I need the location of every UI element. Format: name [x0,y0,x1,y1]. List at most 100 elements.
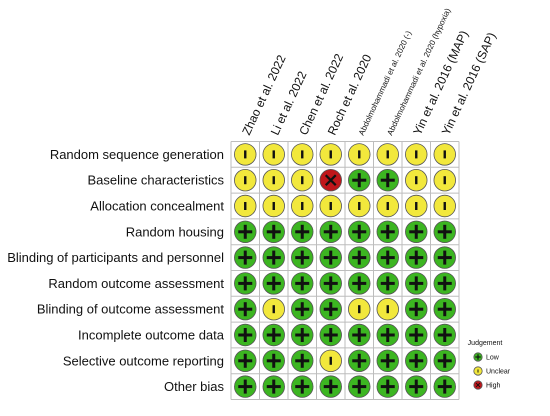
judgement-low-icon [348,220,371,244]
judgement-low-icon [348,168,371,192]
domain-label: Random housing [126,224,224,239]
judgement-unclear-icon [291,143,314,166]
judgement-high-icon [319,168,342,192]
judgement-low-icon [262,323,285,347]
judgement-unclear-icon [348,143,371,166]
judgement-low-icon [376,168,399,192]
judgement-unclear-icon [433,194,456,218]
judgement-low-icon [262,375,285,398]
judgement-low-icon [405,323,428,347]
judgement-low-icon [376,349,399,373]
judgement-low-icon [405,298,428,321]
domain-label: Allocation concealment [90,199,224,214]
judgement-low-icon [234,323,257,347]
judgement-low-icon [405,220,428,244]
legend-title: Judgement [468,340,503,347]
judgement-low-icon [234,220,257,244]
domain-label: Random sequence generation [50,147,224,162]
judgement-low-icon [433,220,456,244]
judgement-low-icon [433,323,456,347]
judgement-low-icon [348,272,371,295]
judgement-grid [230,141,460,400]
judgement-low-icon [262,220,285,244]
judgement-low-icon [319,220,342,244]
domain-label: Selective outcome reporting [63,353,224,368]
study-label: Abdolmohammadi et al. 2020 (-) [357,29,414,137]
judgement-low-icon [262,349,285,373]
judgement-unclear-icon [348,298,371,321]
legend-low-icon [473,352,483,362]
judgement-low-icon [234,349,257,373]
legend-label: High [486,383,501,390]
judgement-low-icon [291,298,314,321]
judgement-low-icon [376,246,399,269]
judgement-low-icon [376,323,399,347]
judgement-unclear-icon [234,143,257,166]
judgement-unclear-icon [376,194,399,218]
judgement-unclear-icon [319,349,342,373]
judgement-low-icon [291,323,314,347]
judgement-low-icon [291,375,314,398]
judgement-unclear-icon [348,194,371,218]
legend-high-icon [473,380,483,390]
domain-label: Blinding of participants and personnel [7,250,224,265]
judgement-low-icon [405,246,428,269]
judgement-low-icon [433,272,456,295]
judgement-low-icon [319,272,342,295]
judgement-unclear-icon [319,143,342,166]
judgement-unclear-icon [376,143,399,166]
judgement-unclear-icon [405,168,428,192]
judgement-low-icon [234,375,257,398]
judgement-unclear-icon [405,194,428,218]
judgement-low-icon [319,298,342,321]
judgement-low-icon [348,375,371,398]
legend-label: Unclear [486,369,511,376]
judgement-unclear-icon [291,168,314,192]
judgement-low-icon [405,375,428,398]
judgement-unclear-icon [234,168,257,192]
judgement-low-icon [262,246,285,269]
judgement-unclear-icon [319,194,342,218]
judgement-low-icon [319,375,342,398]
judgement-low-icon [291,272,314,295]
judgement-low-icon [433,375,456,398]
judgement-low-icon [433,246,456,269]
judgement-unclear-icon [262,194,285,218]
judgement-low-icon [291,246,314,269]
judgement-low-icon [348,349,371,373]
judgement-low-icon [433,349,456,373]
judgement-low-icon [319,323,342,347]
judgement-unclear-icon [405,143,428,166]
domain-label: Incomplete outcome data [78,328,225,343]
judgement-low-icon [348,323,371,347]
judgement-low-icon [291,349,314,373]
judgement-low-icon [433,298,456,321]
judgement-low-icon [291,220,314,244]
domain-label: Other bias [164,379,224,394]
judgement-low-icon [262,272,285,295]
domain-label: Random outcome assessment [48,276,224,291]
judgement-low-icon [319,246,342,269]
judgement-unclear-icon [433,143,456,166]
judgement-low-icon [405,349,428,373]
judgement-unclear-icon [291,194,314,218]
judgement-low-icon [376,375,399,398]
legend-unclear-icon [473,366,483,376]
judgement-unclear-icon [262,143,285,166]
judgement-low-icon [234,298,257,321]
domain-label: Baseline characteristics [87,173,224,188]
judgement-unclear-icon [433,168,456,192]
judgement-low-icon [234,272,257,295]
judgement-unclear-icon [234,194,257,218]
judgement-unclear-icon [262,298,285,321]
judgement-low-icon [405,272,428,295]
judgement-low-icon [376,272,399,295]
judgement-low-icon [376,220,399,244]
judgement-unclear-icon [376,298,399,321]
domain-label: Blinding of outcome assessment [37,302,225,317]
judgement-low-icon [348,246,371,269]
